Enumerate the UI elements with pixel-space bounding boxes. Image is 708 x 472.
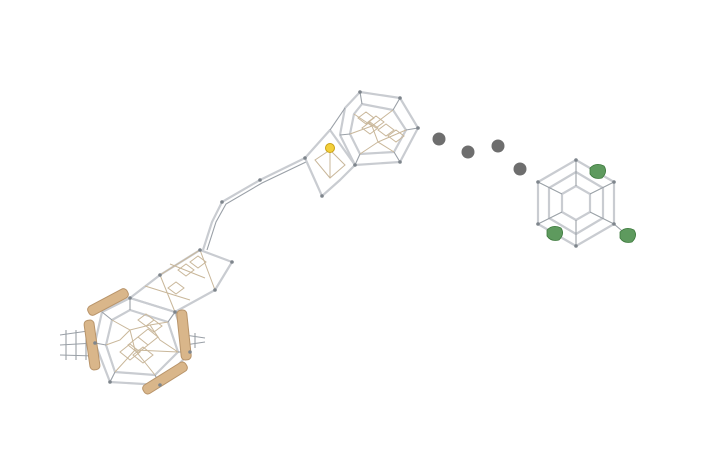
left-rope-net — [105, 313, 179, 376]
top-spokes — [329, 91, 419, 166]
ellipsis-dot — [513, 162, 527, 176]
ellipsis-dot — [491, 139, 505, 153]
timber-bottom — [142, 361, 188, 395]
top-inner-frame — [348, 102, 408, 156]
green-caps — [546, 164, 636, 243]
top-front-module — [303, 128, 357, 198]
green-cap — [619, 228, 636, 243]
top-main-frame — [338, 90, 420, 167]
timber-posts — [83, 288, 192, 395]
timber-right — [176, 309, 192, 361]
left-upper-module — [128, 248, 234, 314]
highlight-marker — [325, 143, 335, 153]
ellipsis-dots — [432, 132, 527, 176]
ellipsis-dot — [461, 145, 475, 159]
rope-bridge — [201, 157, 307, 251]
top-rope-net — [314, 109, 407, 179]
hex-spokes — [537, 160, 629, 246]
rope-climbing-structure-left — [59, 248, 234, 395]
hex-inner — [560, 184, 592, 222]
left-nodes — [93, 248, 234, 387]
green-cap — [589, 164, 606, 179]
left-inner-frame — [104, 308, 180, 377]
left-upper-net — [144, 249, 216, 313]
hexagon-module-right — [536, 158, 636, 248]
hex-nodes — [536, 158, 616, 248]
green-cap — [546, 226, 563, 241]
ellipsis-dot — [432, 132, 446, 146]
rope-climbing-structure-top — [303, 90, 420, 198]
timber-top-left — [87, 288, 129, 316]
timber-left — [83, 319, 101, 371]
top-nodes — [303, 90, 420, 198]
